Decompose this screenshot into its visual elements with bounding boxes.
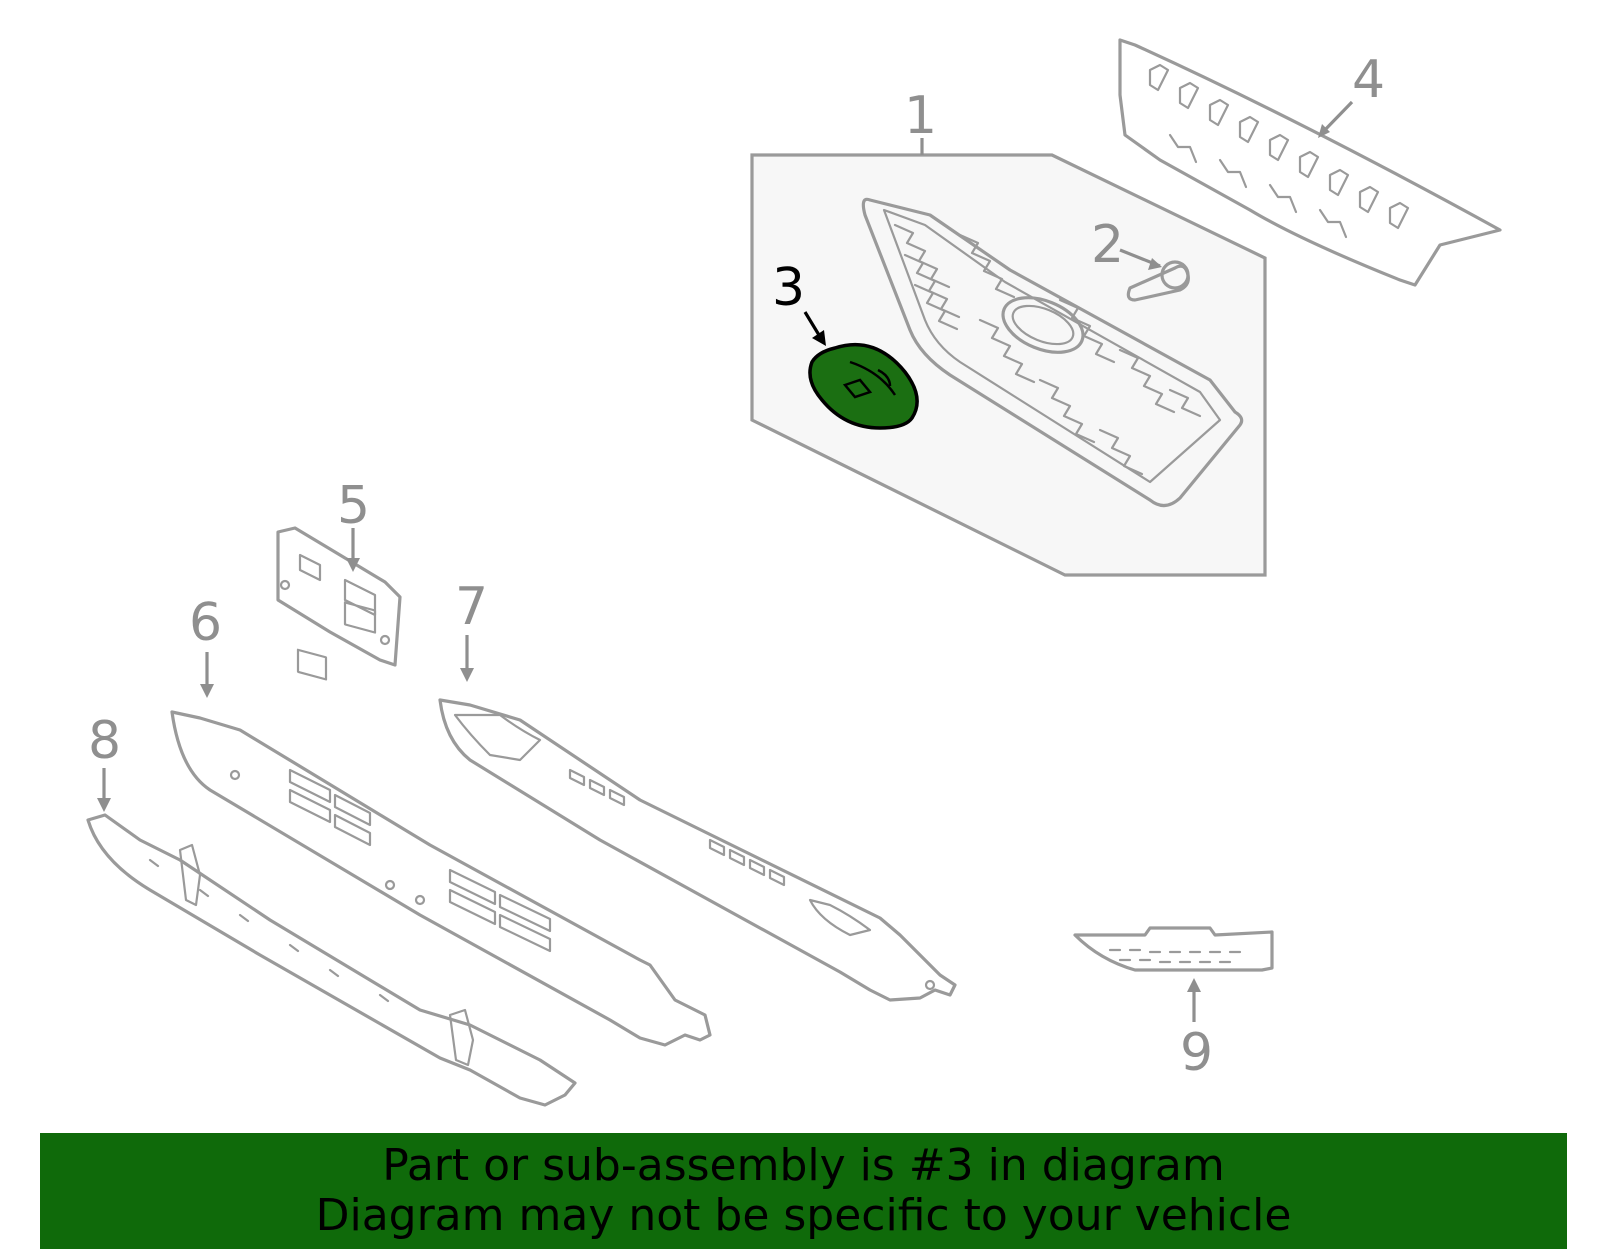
part-4-upper-reinforcement[interactable] — [1118, 38, 1502, 287]
callout-9: 9 — [1180, 1023, 1213, 1083]
part-9-side-trim[interactable] — [1073, 926, 1274, 972]
callout-5: 5 — [337, 476, 370, 536]
part-8-lower-deflector[interactable] — [86, 813, 577, 1107]
part-2-screw[interactable] — [1126, 260, 1190, 302]
part-7-lower-trim[interactable] — [438, 698, 957, 1002]
grille-assembly-box — [750, 153, 1267, 577]
part-5-bracket[interactable] — [276, 526, 402, 681]
banner-line-part: Part or sub-assembly is #3 in diagram — [382, 1140, 1225, 1191]
callout-3: 3 — [772, 258, 805, 318]
callout-4: 4 — [1352, 50, 1385, 110]
callout-2: 2 — [1091, 215, 1124, 275]
part-6-lower-grille[interactable] — [170, 710, 712, 1047]
callout-7: 7 — [455, 577, 488, 637]
part-1-grille[interactable] — [861, 197, 1244, 508]
callout-6: 6 — [189, 593, 222, 653]
info-banner: Part or sub-assembly is #3 in diagram Di… — [40, 1133, 1567, 1249]
callout-8: 8 — [88, 711, 121, 771]
callout-1: 1 — [904, 86, 937, 146]
leader-arrowheads — [97, 124, 1330, 992]
part-3-emblem[interactable] — [808, 342, 919, 430]
banner-line-disclaimer: Diagram may not be specific to your vehi… — [315, 1190, 1292, 1241]
